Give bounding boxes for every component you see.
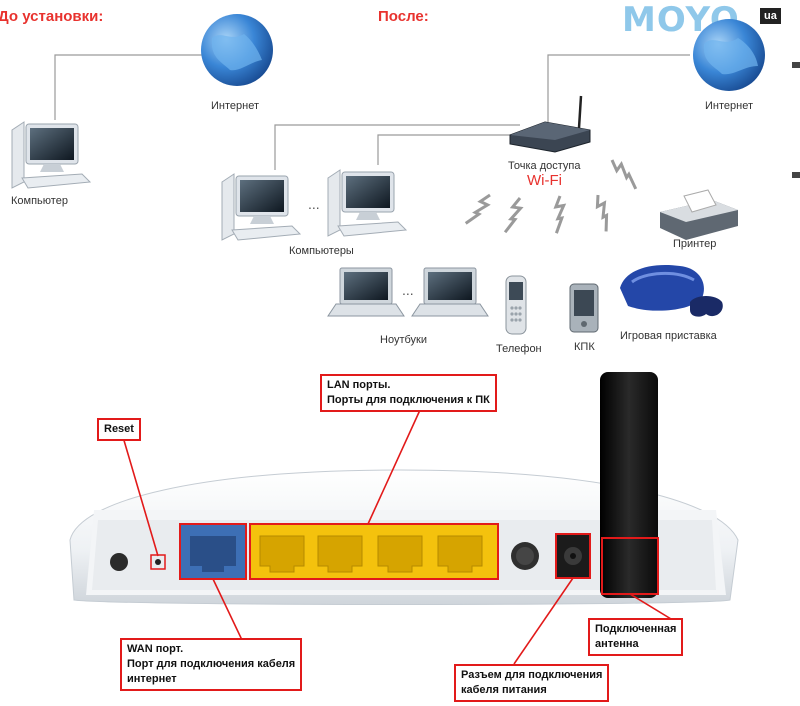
callout-line: LAN порты.: [327, 379, 391, 391]
callout-line: антенна: [595, 638, 639, 650]
printer-label: Принтер: [673, 238, 717, 250]
internet-label-left: Интернет: [211, 100, 259, 112]
callout-line: Порт для подключения кабеля: [127, 658, 296, 670]
antenna-callout: Подключенная антенна: [588, 618, 684, 656]
callout-line: Порты для подключения к ПК: [327, 394, 490, 406]
lan-callout: LAN порты. Порты для подключения к ПК: [320, 374, 497, 412]
access-point-label: Точка доступа: [508, 160, 581, 172]
ellipsis: ...: [308, 196, 320, 212]
callout-line: кабеля питания: [461, 684, 547, 696]
pda-icon: [569, 283, 599, 333]
wifi-router-icon: [509, 95, 591, 153]
before-title: До установки:: [0, 8, 104, 25]
logo-suffix: ua: [760, 8, 781, 24]
laptop-icon: [327, 267, 405, 317]
laptop-icon: [411, 267, 489, 317]
pda-label: КПК: [574, 341, 595, 353]
globe-icon: [693, 19, 765, 91]
wan-callout: WAN порт. Порт для подключения кабеля ин…: [120, 638, 303, 691]
internet-label-right: Интернет: [705, 100, 753, 112]
power-button: [110, 553, 128, 571]
globe-icon: [201, 14, 273, 86]
phone-label: Телефон: [496, 343, 542, 355]
printer-icon: [660, 189, 738, 240]
reset-callout: Reset: [97, 418, 141, 441]
console-label: Игровая приставка: [620, 330, 717, 342]
edge-mark: [792, 62, 800, 68]
antenna: [600, 372, 658, 598]
ellipsis: ...: [402, 282, 414, 298]
computers-label: Компьютеры: [289, 245, 354, 257]
game-console-icon: [620, 264, 723, 317]
phone-icon: [505, 275, 527, 335]
router-device: [69, 372, 739, 605]
callout-pointers: [122, 409, 677, 665]
edge-mark: [792, 172, 800, 178]
after-title: После:: [378, 8, 429, 25]
callout-line: WAN порт.: [127, 643, 184, 655]
callout-line: Разъем для подключения: [461, 669, 603, 681]
power-callout: Разъем для подключения кабеля питания: [454, 664, 610, 702]
desktop-computer-icon: [327, 169, 407, 237]
desktop-computer-icon: [11, 121, 91, 189]
connection-lines: [54, 54, 690, 170]
wifi-label: Wi-Fi: [527, 172, 562, 189]
callout-line: Подключенная: [595, 623, 677, 635]
desktop-computer-icon: [221, 173, 301, 241]
callout-line: Reset: [104, 423, 134, 435]
laptops-label: Ноутбуки: [380, 334, 427, 346]
callout-line: интернет: [127, 673, 177, 685]
computer-label: Компьютер: [11, 195, 68, 207]
